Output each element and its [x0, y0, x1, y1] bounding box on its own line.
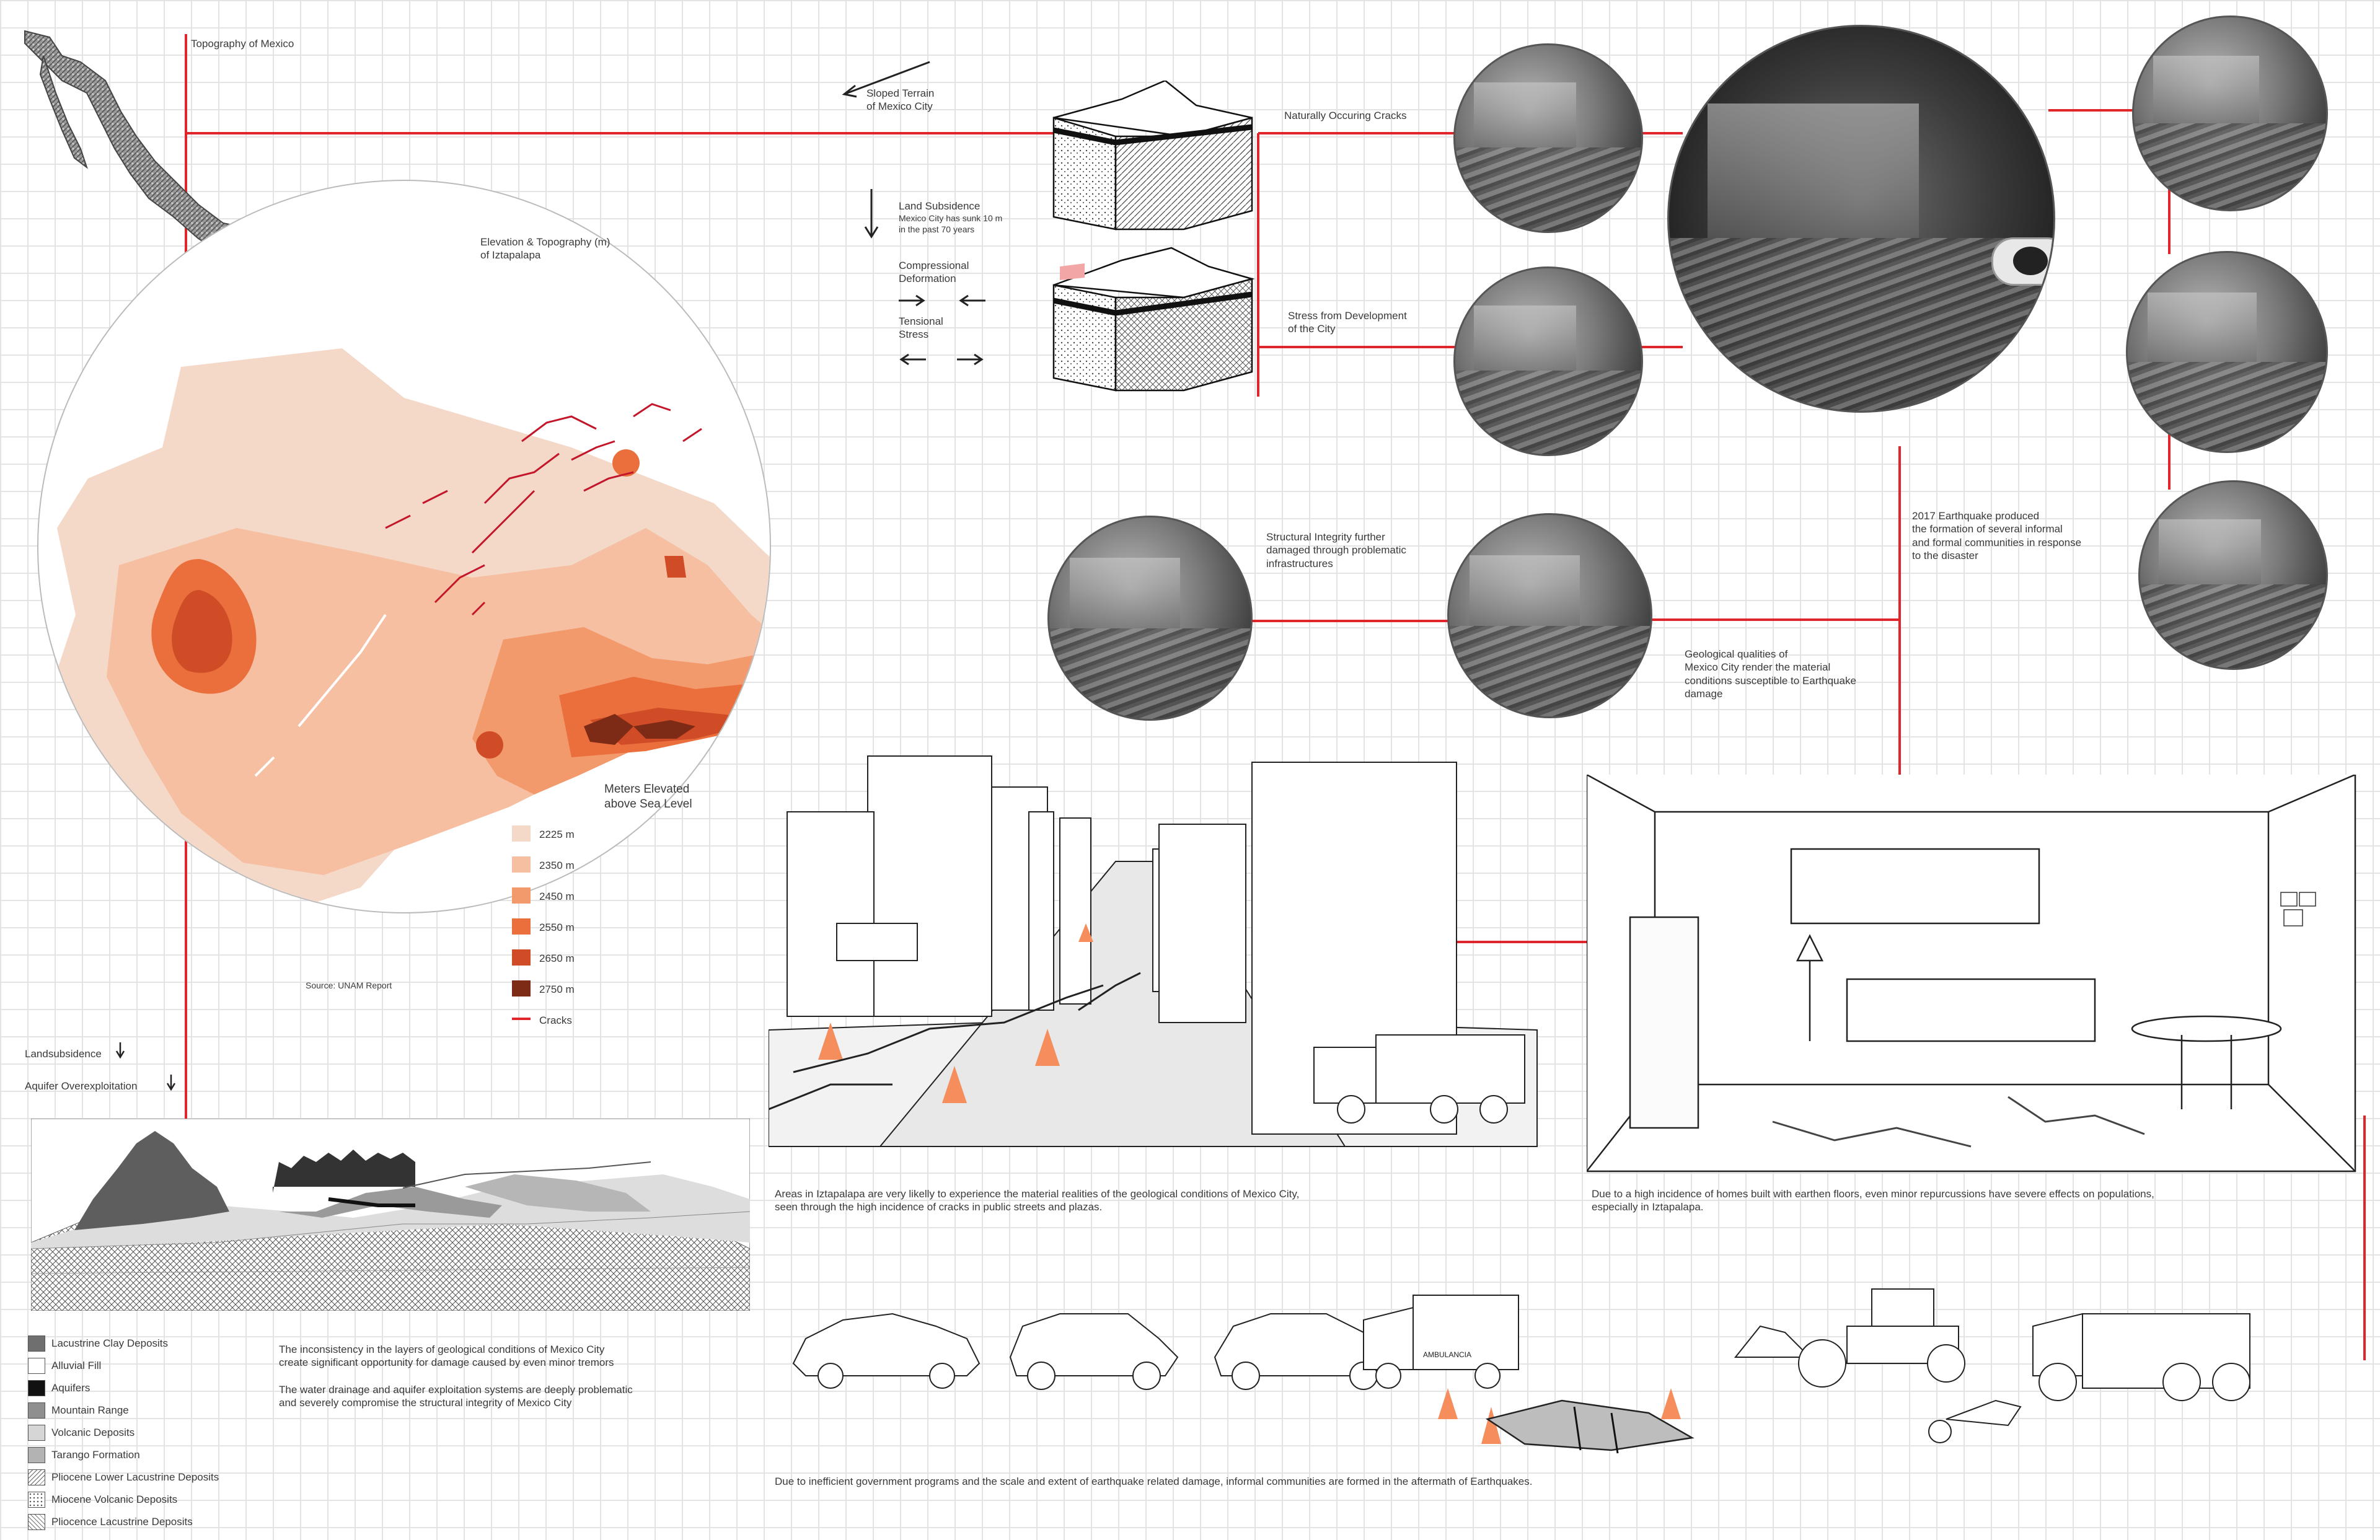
earthquake-collapse-photo [1667, 25, 2055, 413]
crack-line-swatch [512, 1018, 531, 1020]
cracks-label: Cracks [539, 1014, 572, 1026]
legend-swatch [28, 1335, 45, 1352]
legend-label: Pliocene Lower Lacustrine Deposits [51, 1471, 219, 1483]
legend-swatch [28, 1425, 45, 1441]
legend-label: 2550 m [539, 922, 575, 933]
development-stress-photo [1453, 266, 1643, 456]
strata-caption-1: The inconsistency in the layers of geolo… [279, 1344, 614, 1369]
road-crack-photo [1047, 516, 1253, 721]
rubble-street-photo [2132, 15, 2328, 211]
landsubsidence-label: Landsubsidence [25, 1048, 102, 1060]
naturally-occuring-label: Naturally Occuring Cracks [1284, 110, 1407, 121]
legend-label: 2750 m [539, 983, 575, 995]
geological-qualities-label: Geological qualities of Mexico City rend… [1685, 648, 1856, 700]
street-perspective-illustration [769, 755, 1538, 1147]
legend-label: 2350 m [539, 860, 575, 871]
mexico-map-title: Topography of Mexico [191, 38, 294, 50]
structural-integrity-label: Structural Integrity further damaged thr… [1266, 531, 1406, 570]
earthquake-2017-label: 2017 Earthquake produced the formation o… [1912, 510, 2082, 561]
street-caption: Areas in Iztapalapa are very likelly to … [775, 1188, 1300, 1213]
legend-swatch [512, 825, 531, 842]
legend-swatch [28, 1402, 45, 1419]
legend-label: Mountain Range [51, 1404, 129, 1416]
subsidence-note: Mexico City has sunk 10 m in the past 70… [899, 213, 1003, 234]
bottom-caption: Due to inefficient government programs a… [775, 1476, 1533, 1487]
aquifer-overexploitation-label: Aquifer Overexploitation [25, 1080, 138, 1092]
sloped-terrain-label: Sloped Terrain of Mexico City [866, 87, 935, 113]
arrow-icons [842, 61, 985, 366]
legend-label: 2225 m [539, 829, 575, 840]
legend-label: Pliocence Lacustrine Deposits [51, 1516, 193, 1528]
flood-crack-photo [1447, 513, 1652, 718]
legend-label: Volcanic Deposits [51, 1427, 135, 1438]
legend-label: Miocene Volcanic Deposits [51, 1494, 178, 1505]
legend-swatch [28, 1380, 45, 1396]
iztapalapa-elevation-map [51, 348, 770, 912]
elevation-title: Elevation & Topography (m) of Iztapalapa [480, 236, 610, 262]
ambulance-mark: AMBULANCIA [1423, 1350, 1471, 1359]
legend-label: Tarango Formation [51, 1449, 140, 1461]
aftermath-street-scene: AMBULANCIA [792, 1288, 2250, 1454]
strata-cross-section [31, 1119, 750, 1311]
stress-development-label: Stress from Development of the City [1288, 310, 1407, 335]
legend-swatch [28, 1358, 45, 1374]
legend-label: Lacustrine Clay Deposits [51, 1337, 169, 1349]
compressional-label: Compressional Deformation [899, 260, 969, 285]
legend-swatch [28, 1514, 45, 1530]
land-subsidence-label: Land Subsidence [899, 200, 981, 212]
strata-caption-2: The water drainage and aquifer exploitat… [279, 1384, 633, 1409]
interior-caption: Due to a high incidence of homes built w… [1592, 1188, 2154, 1213]
map-source: Source: UNAM Report [306, 980, 392, 990]
cracks-field-photo [1453, 43, 1643, 233]
legend-swatch [28, 1492, 45, 1508]
legend-swatch [512, 949, 531, 966]
legend-swatch [512, 856, 531, 873]
rescue-workers-photo [2138, 480, 2328, 670]
legend-label: Aquifers [51, 1382, 90, 1394]
tensional-label: Tensional Stress [899, 315, 943, 341]
geology-block-diagrams [1052, 81, 1255, 392]
interior-room-illustration [1587, 775, 2356, 1173]
legend-label: Alluvial Fill [51, 1360, 102, 1371]
legend-swatch [512, 980, 531, 997]
legend-swatch [28, 1469, 45, 1485]
elevation-legend-title: Meters Elevated above Sea Level [604, 783, 692, 811]
legend-swatch [28, 1447, 45, 1463]
elevation-legend: 2225 m 2350 m 2450 m 2550 m 2650 m 2750 … [512, 825, 648, 1036]
legend-label: 2650 m [539, 953, 575, 964]
camera-icon [1991, 237, 2053, 286]
legend-swatch [512, 887, 531, 904]
legend-swatch [512, 918, 531, 935]
collapsed-building-photo [2126, 251, 2328, 453]
elevation-circle [37, 180, 771, 913]
strata-legend: Lacustrine Clay Deposits Alluvial Fill A… [28, 1335, 301, 1534]
legend-label: 2450 m [539, 891, 575, 902]
down-arrow-icons [115, 1042, 176, 1091]
